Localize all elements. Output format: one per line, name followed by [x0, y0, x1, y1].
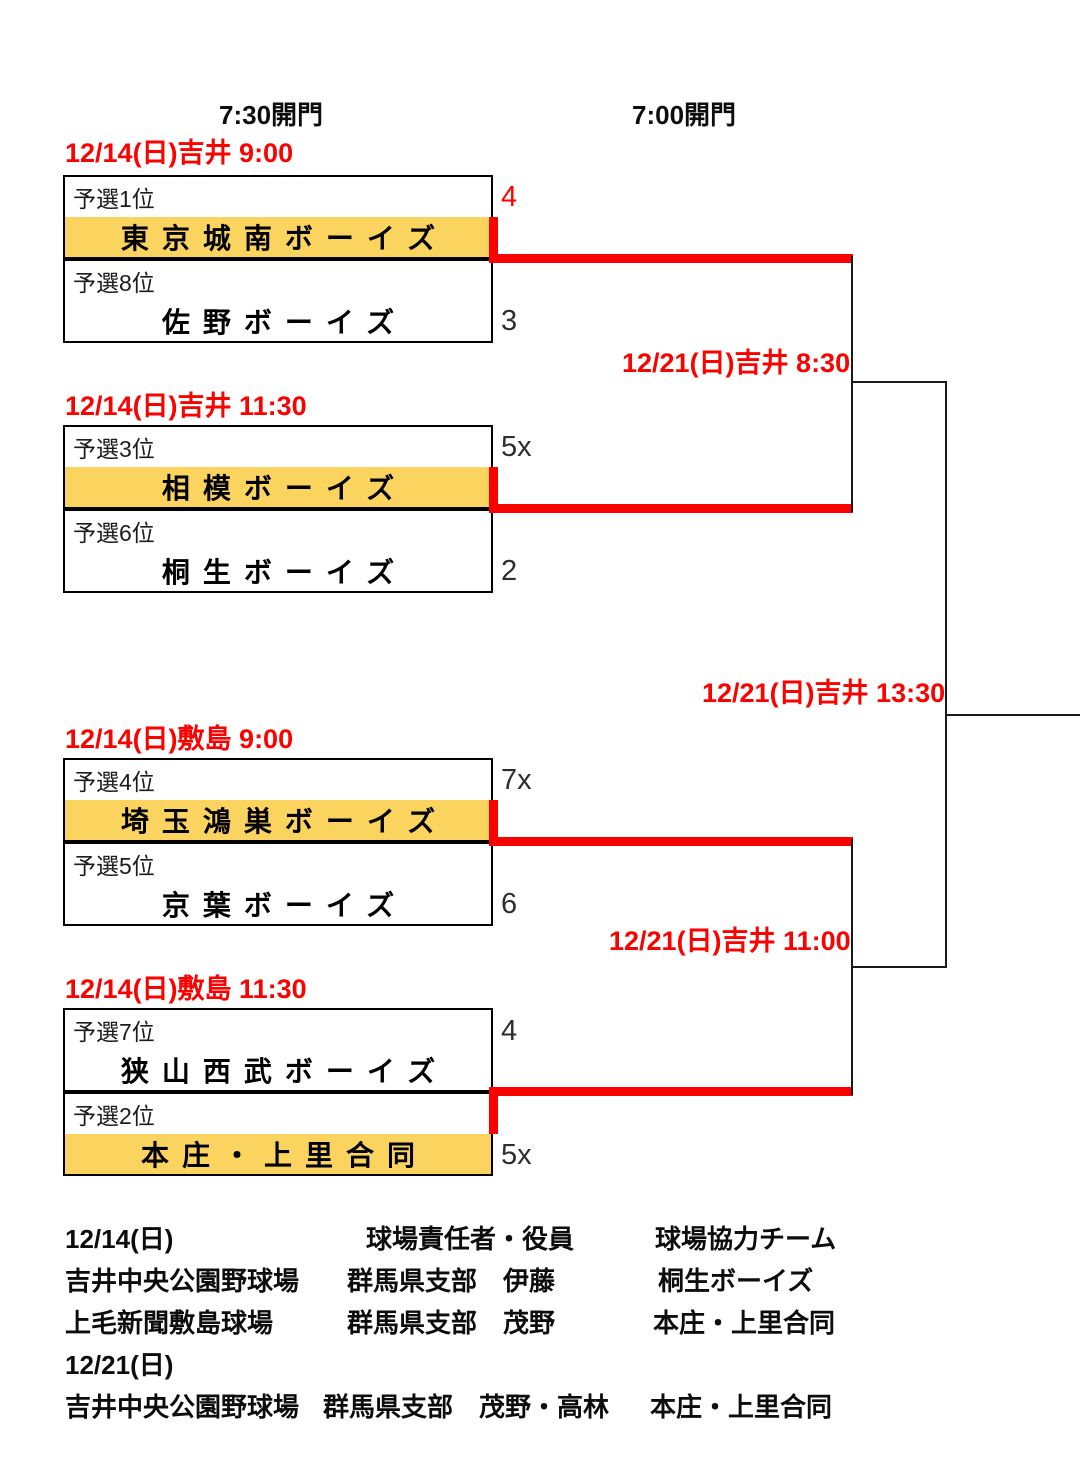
match-3-box: 予選4位 埼玉鴻巣ボーイズ 予選5位 京葉ボーイズ [63, 758, 493, 926]
table-r2-team: 桐生ボーイズ [658, 1266, 814, 1296]
seed-label: 予選5位 [73, 853, 155, 879]
seed-label: 予選3位 [73, 436, 155, 462]
winner-line-match4-stub [489, 1087, 498, 1134]
match-2-bottom-slot: 予選6位 桐生ボーイズ [63, 509, 493, 593]
table-r5-team: 本庄・上里合同 [650, 1392, 833, 1422]
gate-open-time-left: 7:30開門 [219, 100, 324, 130]
seed-label: 予選1位 [73, 186, 155, 212]
match-1-bottom-slot: 予選8位 佐野ボーイズ [63, 259, 493, 343]
match-2-schedule: 12/14(日)吉井 11:30 [65, 391, 307, 421]
seed-label: 予選6位 [73, 520, 155, 546]
seed-label: 予選4位 [73, 769, 155, 795]
table-r1-header-staff: 球場責任者・役員 [366, 1224, 575, 1254]
table-r2-staff: 群馬県支部 伊藤 [347, 1266, 556, 1296]
gate-open-time-right: 7:00開門 [632, 100, 737, 130]
match-3-top-slot: 予選4位 埼玉鴻巣ボーイズ [63, 758, 493, 842]
winner-line-match2 [493, 504, 853, 513]
table-r4-date: 12/21(日) [65, 1350, 174, 1380]
match-4-bottom-score: 5x [501, 1138, 532, 1171]
table-r3-staff: 群馬県支部 茂野 [347, 1308, 556, 1338]
team-name: 佐野ボーイズ [161, 307, 408, 338]
match-2-bottom-score: 2 [501, 554, 518, 587]
final-schedule: 12/21(日)吉井 13:30 [702, 678, 946, 708]
match-1-schedule: 12/14(日)吉井 9:00 [65, 138, 294, 168]
team-name: 京葉ボーイズ [161, 890, 408, 921]
table-r5-staff: 群馬県支部 茂野・高林 [323, 1392, 610, 1422]
winner-line-match4 [493, 1087, 853, 1096]
match-1-top-score: 4 [501, 180, 518, 213]
team-name: 本庄・上里合同 [65, 1134, 491, 1174]
match-3-bottom-slot: 予選5位 京葉ボーイズ [63, 842, 493, 926]
match-3-schedule: 12/14(日)敷島 9:00 [65, 724, 294, 754]
winner-line-match3-stub [489, 800, 498, 846]
match-4-bottom-slot: 予選2位 本庄・上里合同 [63, 1092, 493, 1176]
match-2-box: 予選3位 相模ボーイズ 予選6位 桐生ボーイズ [63, 425, 493, 593]
winner-line-match2-stub [489, 467, 498, 513]
semifinal-1-vertical-line [851, 256, 853, 512]
match-2-top-slot: 予選3位 相模ボーイズ [63, 425, 493, 509]
team-name: 東京城南ボーイズ [65, 217, 491, 257]
table-r3-venue: 上毛新聞敷島球場 [65, 1308, 274, 1338]
seed-label: 予選7位 [73, 1019, 155, 1045]
table-r3-team: 本庄・上里合同 [653, 1308, 836, 1338]
match-1-top-slot: 予選1位 東京城南ボーイズ [63, 175, 493, 259]
seed-label: 予選8位 [73, 270, 155, 296]
semifinal-1-schedule: 12/21(日)吉井 8:30 [622, 348, 851, 378]
match-3-bottom-score: 6 [501, 887, 518, 920]
team-name: 狭山西武ボーイズ [120, 1056, 449, 1087]
seed-label: 予選2位 [73, 1103, 155, 1129]
winner-line-match1-stub [489, 217, 498, 263]
team-name: 埼玉鴻巣ボーイズ [65, 800, 491, 840]
match-2-top-score: 5x [501, 430, 532, 463]
semifinal-1-advance-line [851, 381, 947, 383]
winner-line-match3 [493, 837, 853, 846]
match-3-top-score: 7x [501, 763, 532, 796]
semifinal-2-advance-line [851, 966, 947, 968]
match-1-box: 予選1位 東京城南ボーイズ 予選8位 佐野ボーイズ [63, 175, 493, 343]
team-name: 相模ボーイズ [65, 467, 491, 507]
champion-line [945, 714, 1080, 716]
winner-line-match1 [493, 254, 853, 263]
table-r1-header-team: 球場協力チーム [655, 1224, 837, 1254]
match-4-top-slot: 予選7位 狭山西武ボーイズ [63, 1008, 493, 1092]
final-vertical-line [945, 381, 947, 968]
table-r1-date: 12/14(日) [65, 1224, 174, 1254]
team-name: 桐生ボーイズ [161, 557, 408, 588]
match-4-top-score: 4 [501, 1014, 518, 1047]
semifinal-2-schedule: 12/21(日)吉井 11:00 [609, 926, 851, 956]
table-r5-venue: 吉井中央公園野球場 [65, 1392, 300, 1422]
table-r2-venue: 吉井中央公園野球場 [65, 1266, 300, 1296]
match-1-bottom-score: 3 [501, 304, 518, 337]
match-4-box: 予選7位 狭山西武ボーイズ 予選2位 本庄・上里合同 [63, 1008, 493, 1176]
match-4-schedule: 12/14(日)敷島 11:30 [65, 974, 307, 1004]
